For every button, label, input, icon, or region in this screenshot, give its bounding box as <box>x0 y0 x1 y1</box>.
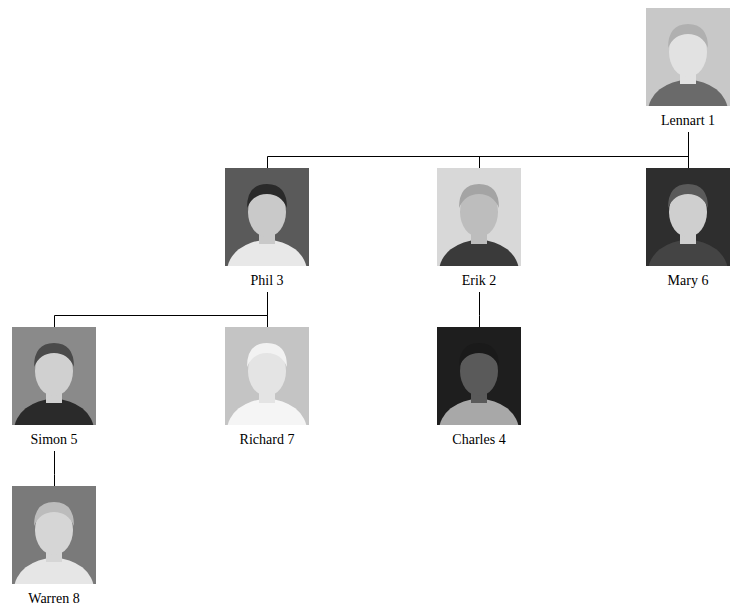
portrait-photo <box>437 327 521 425</box>
person-node: Simon 5 <box>12 327 96 448</box>
portrait-photo <box>646 168 730 266</box>
portrait-photo <box>12 486 96 584</box>
tree-connector <box>480 132 689 168</box>
person-name: Lennart 1 <box>646 112 730 129</box>
person-node: Phil 3 <box>225 168 309 289</box>
tree-connector <box>268 132 689 168</box>
hair <box>668 184 708 208</box>
person-name: Richard 7 <box>225 431 309 448</box>
person-node: Erik 2 <box>437 168 521 289</box>
person-name: Mary 6 <box>646 272 730 289</box>
portrait-photo <box>225 168 309 266</box>
hair <box>247 184 287 208</box>
person-name: Erik 2 <box>437 272 521 289</box>
portrait-illustration <box>437 327 521 425</box>
portrait-illustration <box>646 8 730 106</box>
portrait-illustration <box>225 327 309 425</box>
portrait-illustration <box>12 327 96 425</box>
portrait-illustration <box>12 486 96 584</box>
portrait-photo <box>225 327 309 425</box>
person-name: Charles 4 <box>437 431 521 448</box>
tree-connector <box>479 292 480 327</box>
portrait-illustration <box>646 168 730 266</box>
tree-connector <box>55 292 268 327</box>
hair <box>34 502 74 526</box>
person-node: Warren 8 <box>12 486 96 607</box>
tree-connector <box>267 292 268 327</box>
person-node: Richard 7 <box>225 327 309 448</box>
person-node: Charles 4 <box>437 327 521 448</box>
hair <box>668 24 708 48</box>
portrait-photo <box>437 168 521 266</box>
person-name: Simon 5 <box>12 431 96 448</box>
portrait-illustration <box>437 168 521 266</box>
hair <box>34 343 74 367</box>
person-node: Mary 6 <box>646 168 730 289</box>
hair <box>247 343 287 367</box>
tree-connector <box>688 132 689 168</box>
tree-connector <box>54 451 55 486</box>
hair <box>459 343 499 367</box>
person-name: Phil 3 <box>225 272 309 289</box>
portrait-illustration <box>225 168 309 266</box>
portrait-photo <box>646 8 730 106</box>
person-name: Warren 8 <box>12 590 96 607</box>
portrait-photo <box>12 327 96 425</box>
person-node: Lennart 1 <box>646 8 730 129</box>
hair <box>459 184 499 208</box>
